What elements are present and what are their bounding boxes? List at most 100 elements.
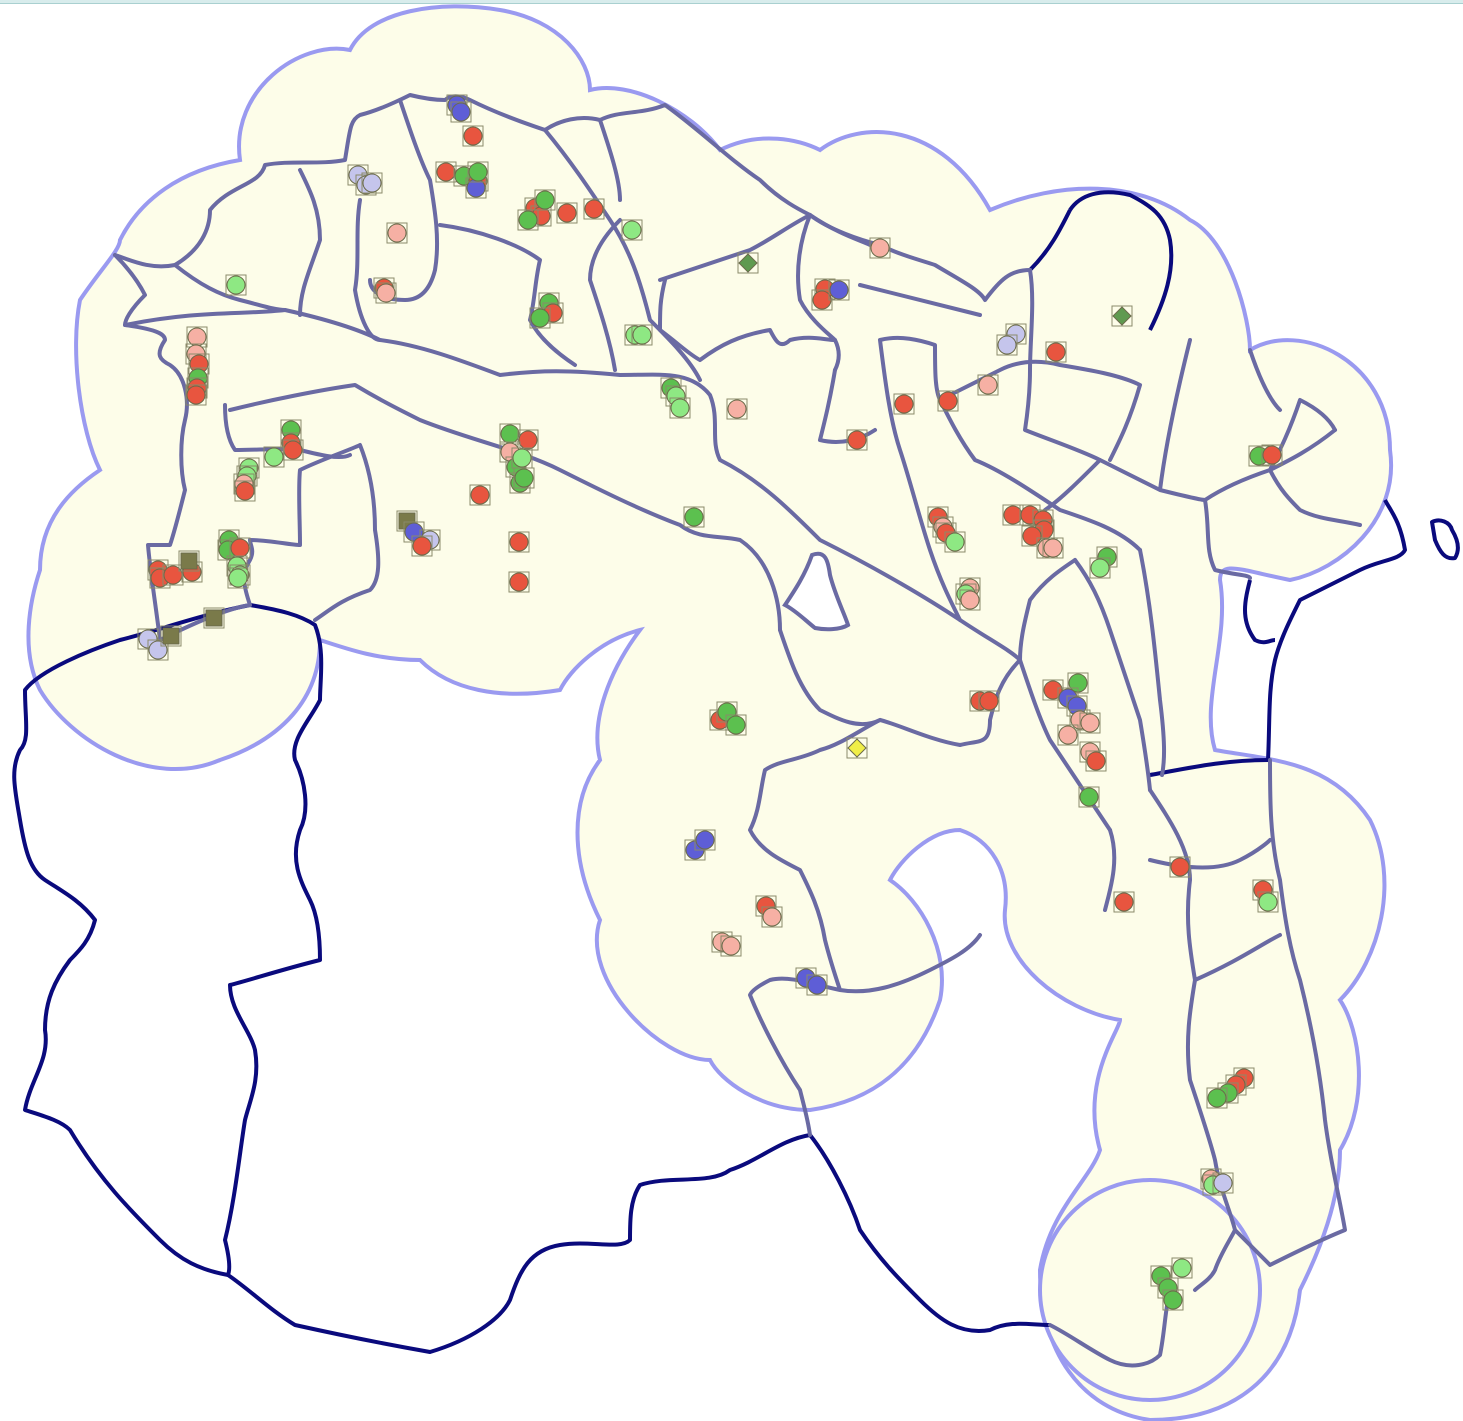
map-marker-salmon[interactable] — [726, 398, 748, 420]
map-marker-light-green[interactable] — [227, 567, 249, 589]
map-marker-green[interactable] — [534, 189, 556, 211]
map-marker-light-green[interactable] — [1257, 891, 1279, 913]
marker-frame — [583, 198, 605, 220]
map-marker-red[interactable] — [462, 125, 484, 147]
marker-frame — [737, 252, 759, 274]
marker-symbol — [1112, 306, 1132, 326]
map-marker-blue[interactable] — [694, 829, 716, 851]
map-marker-green[interactable] — [529, 307, 551, 329]
map-marker-salmon[interactable] — [1042, 537, 1064, 559]
map-marker-red[interactable] — [893, 393, 915, 415]
map-marker-red[interactable] — [1169, 856, 1191, 878]
map-marker-red[interactable] — [282, 439, 304, 461]
map-marker-red[interactable] — [162, 564, 184, 586]
map-marker-salmon[interactable] — [869, 237, 891, 259]
map-marker-lavender[interactable] — [996, 334, 1018, 356]
map-marker-olive-square[interactable] — [178, 550, 200, 572]
map-marker-salmon[interactable] — [375, 282, 397, 304]
map-marker-red[interactable] — [1085, 750, 1107, 772]
map-marker-green[interactable] — [1078, 786, 1100, 808]
map-marker-red[interactable] — [508, 531, 530, 553]
map-marker-red[interactable] — [1113, 891, 1135, 913]
marker-frame — [282, 439, 304, 461]
marker-symbol — [205, 609, 223, 627]
map-marker-red[interactable] — [811, 289, 833, 311]
marker-frame — [513, 467, 535, 489]
map-marker-red[interactable] — [517, 429, 539, 451]
map-marker-green[interactable] — [499, 423, 521, 445]
map-marker-green[interactable] — [1162, 1289, 1184, 1311]
map-marker-light-green[interactable] — [263, 446, 285, 468]
marker-frame — [621, 219, 643, 241]
map-marker-light-green[interactable] — [1089, 557, 1111, 579]
marker-symbol — [463, 126, 483, 146]
marker-symbol — [1170, 857, 1190, 877]
map-marker-salmon[interactable] — [761, 906, 783, 928]
map-marker-green[interactable] — [513, 467, 535, 489]
map-marker-light-green[interactable] — [631, 324, 653, 346]
map-marker-olive-square[interactable] — [203, 607, 225, 629]
map-marker-light-green[interactable] — [944, 531, 966, 553]
map-marker-salmon[interactable] — [959, 589, 981, 611]
map-marker-red[interactable] — [1261, 444, 1283, 466]
marker-frame — [694, 829, 716, 851]
map-marker-red[interactable] — [185, 384, 207, 406]
map-marker-red[interactable] — [978, 690, 1000, 712]
map-marker-green[interactable] — [683, 506, 705, 528]
map-marker-red[interactable] — [469, 484, 491, 506]
map-marker-blue[interactable] — [828, 279, 850, 301]
map-marker-yellow-diamond[interactable] — [846, 737, 868, 759]
marker-symbol — [1080, 713, 1100, 733]
district-northwest-grid — [173, 98, 577, 367]
map-marker-green[interactable] — [716, 701, 738, 723]
map-marker-red[interactable] — [229, 537, 251, 559]
map-marker-light-green[interactable] — [225, 274, 247, 296]
marker-frame — [959, 589, 981, 611]
marker-frame — [1079, 712, 1101, 734]
map-marker-salmon[interactable] — [977, 374, 999, 396]
outer-boundary-islet — [1430, 518, 1460, 561]
map-marker-salmon[interactable] — [1079, 712, 1101, 734]
map-marker-lavender[interactable] — [1212, 1172, 1234, 1194]
map-marker-green[interactable] — [725, 714, 747, 736]
map-marker-green[interactable] — [467, 161, 489, 183]
district-northeast — [808, 213, 982, 622]
marker-symbol — [376, 283, 396, 303]
map-marker-olive-square[interactable] — [160, 625, 182, 647]
map-marker-green[interactable] — [517, 209, 539, 231]
map-marker-salmon[interactable] — [720, 935, 742, 957]
marker-frame — [1057, 724, 1079, 746]
map-marker-light-green[interactable] — [1171, 1257, 1193, 1279]
map-marker-red[interactable] — [1045, 341, 1067, 363]
map-marker-green-diamond[interactable] — [1111, 305, 1133, 327]
marker-frame — [828, 279, 850, 301]
marker-symbol — [509, 572, 529, 592]
map-marker-red[interactable] — [583, 198, 605, 220]
marker-symbol — [695, 830, 715, 850]
marker-frame — [1085, 750, 1107, 772]
map-marker-salmon[interactable] — [1057, 724, 1079, 746]
map-marker-red[interactable] — [508, 571, 530, 593]
map-marker-blue[interactable] — [806, 974, 828, 996]
map-marker-light-green[interactable] — [621, 219, 643, 241]
map-marker-lavender[interactable] — [361, 172, 383, 194]
district-east-coast-grid — [1203, 348, 1362, 580]
map-marker-red[interactable] — [937, 390, 959, 412]
map-marker-blue[interactable] — [450, 101, 472, 123]
map-marker-red[interactable] — [234, 480, 256, 502]
map-marker-light-green[interactable] — [669, 397, 691, 419]
marker-frame — [1162, 1289, 1184, 1311]
map-marker-red[interactable] — [411, 535, 433, 557]
outer-boundary — [12, 190, 1460, 1354]
map-marker-green[interactable] — [1206, 1087, 1228, 1109]
map-marker-red[interactable] — [846, 429, 868, 451]
map-marker-salmon[interactable] — [386, 222, 408, 244]
marker-frame — [631, 324, 653, 346]
map-marker-green-diamond[interactable] — [737, 252, 759, 274]
map-marker-red[interactable] — [556, 202, 578, 224]
marker-frame — [1111, 305, 1133, 327]
marker-frame — [517, 429, 539, 451]
marker-symbol — [960, 590, 980, 610]
outer-boundary-east-coast — [1266, 499, 1407, 761]
